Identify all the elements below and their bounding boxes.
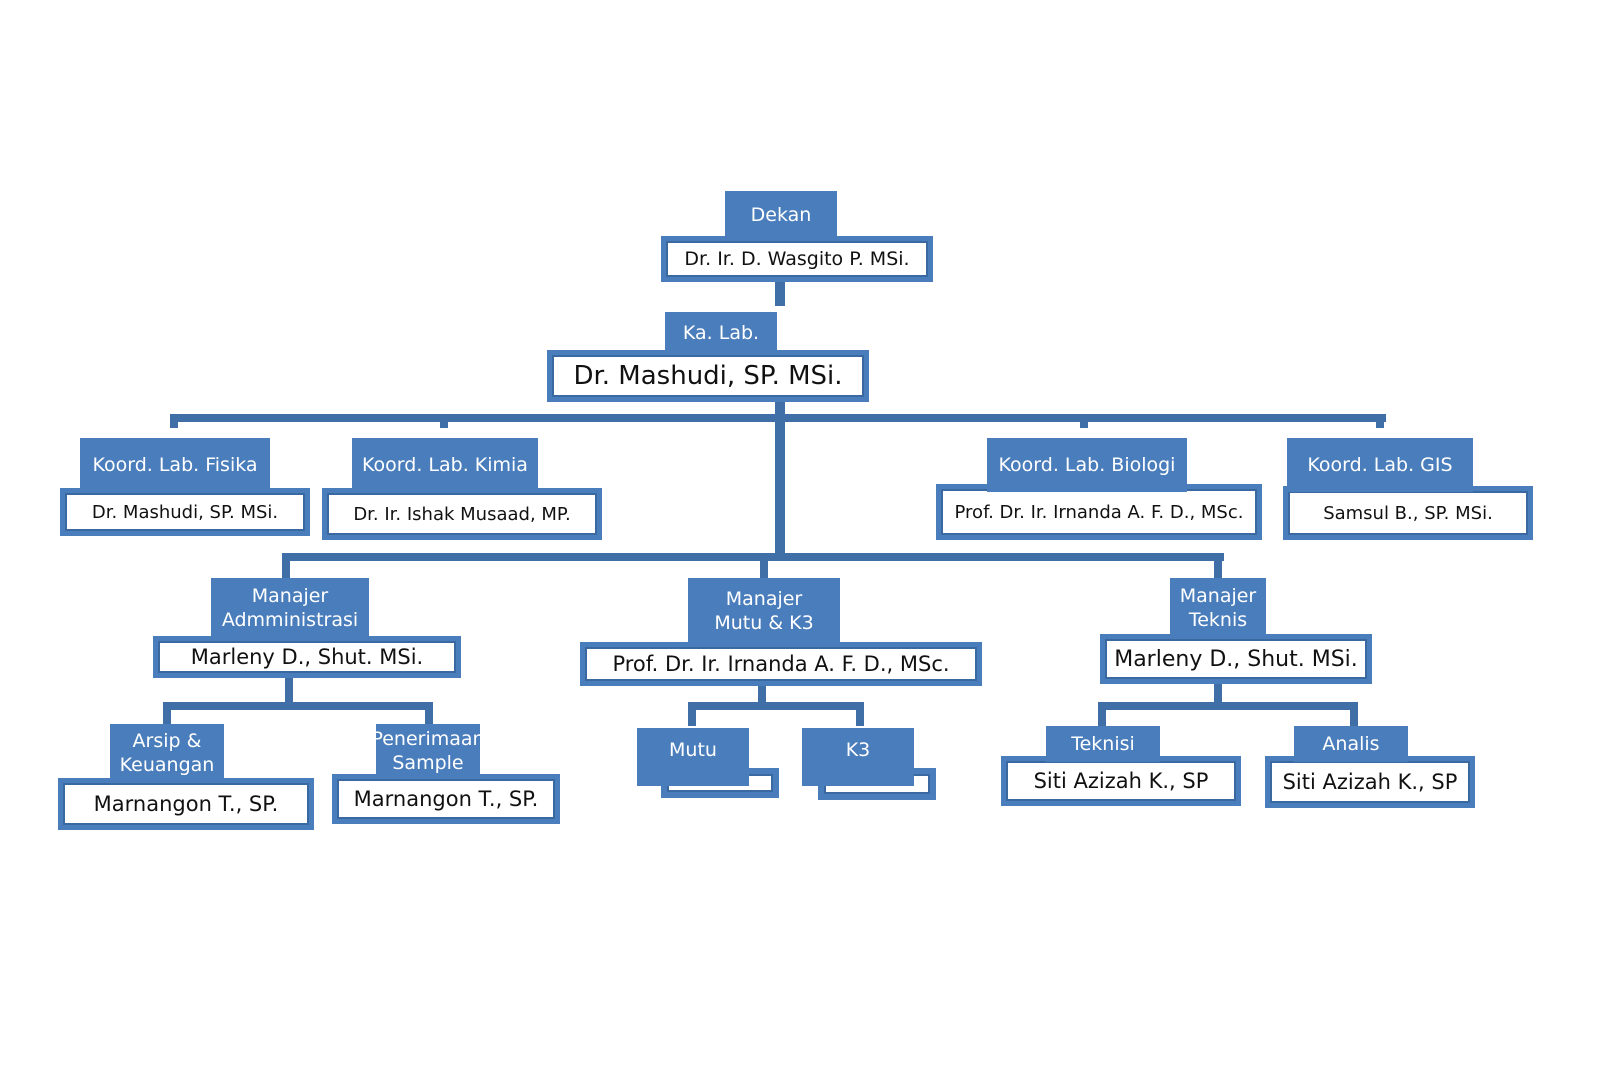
connector-line — [1350, 702, 1358, 726]
name-box-manajer-admin: Marleny D., Shut. MSi. — [153, 636, 461, 678]
role-label-manajer-mutu: Manajer Mutu & K3 — [688, 578, 840, 644]
connector-line — [758, 684, 766, 706]
role-label-manajer-teknis: Manajer Teknis — [1170, 578, 1266, 638]
name-box-koord-kimia: Dr. Ir. Ishak Musaad, MP. — [322, 488, 602, 540]
role-label-mutu: Mutu — [637, 728, 749, 786]
connector-line — [1214, 553, 1222, 579]
connector-line — [688, 702, 696, 726]
name-box-analis: Siti Azizah K., SP — [1265, 756, 1475, 808]
connector-line — [760, 553, 768, 579]
connector-line — [163, 702, 171, 724]
connector-line — [1080, 414, 1088, 428]
connector-line — [1098, 702, 1358, 710]
name-box-koord-biologi: Prof. Dr. Ir. Irnanda A. F. D., MSc. — [936, 484, 1262, 540]
name-box-ka-lab: Dr. Mashudi, SP. MSi. — [547, 350, 869, 402]
connector-line — [282, 553, 1224, 561]
connector-line — [1098, 702, 1106, 726]
name-box-koord-fisika: Dr. Mashudi, SP. MSi. — [60, 488, 310, 536]
connector-line — [170, 414, 178, 428]
connector-line — [688, 702, 864, 710]
name-box-penerimaan: Marnangon T., SP. — [332, 774, 560, 824]
name-box-dekan: Dr. Ir. D. Wasgito P. MSi. — [661, 236, 933, 282]
role-label-arsip: Arsip & Keuangan — [110, 724, 224, 782]
role-label-penerimaan: Penerimaan Sample — [376, 724, 480, 778]
connector-line — [856, 702, 864, 726]
role-label-koord-gis: Koord. Lab. GIS — [1287, 438, 1473, 492]
name-box-manajer-teknis: Marleny D., Shut. MSi. — [1100, 634, 1372, 684]
connector-line — [285, 676, 293, 706]
name-box-manajer-mutu: Prof. Dr. Ir. Irnanda A. F. D., MSc. — [580, 642, 982, 686]
role-label-teknisi: Teknisi — [1046, 726, 1160, 762]
role-label-koord-fisika: Koord. Lab. Fisika — [80, 438, 270, 492]
name-box-koord-gis: Samsul B., SP. MSi. — [1283, 486, 1533, 540]
connector-line — [1376, 414, 1384, 428]
connector-line — [440, 414, 448, 428]
name-box-teknisi: Siti Azizah K., SP — [1001, 756, 1241, 806]
role-label-dekan: Dekan — [725, 191, 837, 239]
role-label-koord-biologi: Koord. Lab. Biologi — [987, 438, 1187, 492]
connector-line — [775, 400, 785, 560]
connector-line — [163, 702, 433, 710]
connector-line — [775, 282, 785, 306]
name-box-arsip: Marnangon T., SP. — [58, 778, 314, 830]
connector-line — [1214, 682, 1222, 708]
role-label-koord-kimia: Koord. Lab. Kimia — [352, 438, 538, 492]
role-label-ka-lab: Ka. Lab. — [665, 312, 777, 354]
connector-line — [282, 553, 290, 579]
role-label-manajer-admin: Manajer Admministrasi — [211, 578, 369, 638]
role-label-k3: K3 — [802, 728, 914, 786]
role-label-analis: Analis — [1294, 726, 1408, 762]
connector-line — [425, 702, 433, 724]
